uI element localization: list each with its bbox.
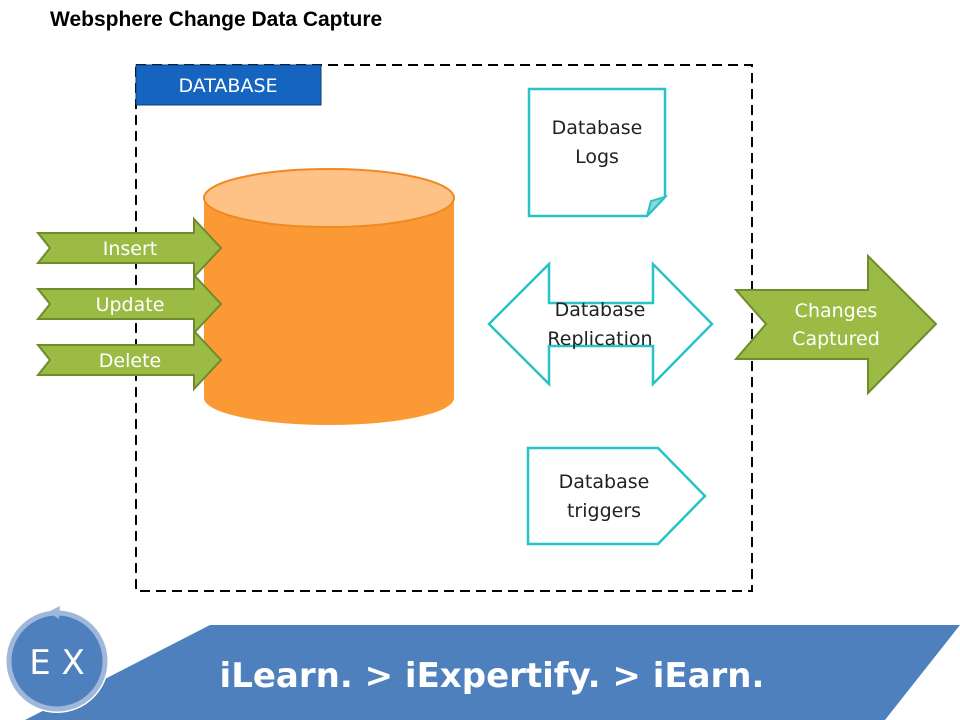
page-title: Websphere Change Data Capture — [50, 8, 383, 31]
delete-label: Delete — [99, 350, 161, 372]
database-replication-arrow: Database Replication — [487, 260, 714, 388]
output-label-line2: Captured — [792, 328, 880, 350]
insert-label: Insert — [103, 238, 158, 260]
update-arrow: Update — [35, 272, 223, 336]
insert-arrow: Insert — [35, 216, 223, 280]
footer-tagline: iLearn. > iExpertify. > iEarn. — [220, 656, 765, 696]
delete-arrow: Delete — [35, 328, 223, 392]
database-header — [135, 64, 322, 106]
update-label: Update — [96, 294, 165, 316]
database-triggers-shape: Database triggers — [526, 446, 707, 546]
triggers-label-line2: triggers — [567, 500, 641, 522]
replication-label-line2: Replication — [547, 328, 652, 350]
database-container — [135, 64, 753, 592]
output-label-line1: Changes — [795, 300, 878, 322]
logo-text: E X — [29, 643, 85, 683]
logs-label-line1: Database — [552, 117, 643, 139]
logs-label-line2: Logs — [575, 146, 619, 168]
database-cylinder-icon — [203, 168, 455, 425]
replication-label-line1: Database — [555, 299, 646, 321]
footer-banner — [25, 625, 960, 720]
ex-logo: E X — [5, 606, 109, 713]
database-logs-document: Database Logs — [527, 87, 669, 218]
triggers-label-line1: Database — [559, 471, 650, 493]
changes-captured-arrow: Changes Captured — [733, 253, 938, 396]
database-header-label: DATABASE — [178, 75, 277, 97]
